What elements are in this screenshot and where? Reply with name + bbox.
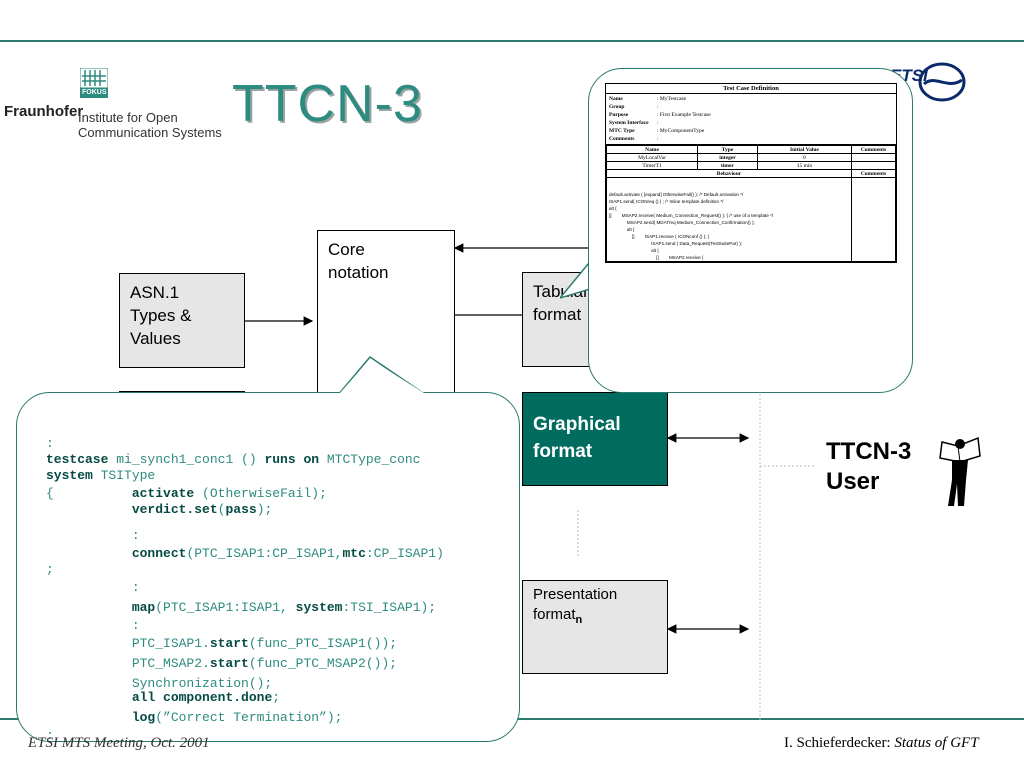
code-line-3: system TSIType bbox=[46, 468, 156, 483]
tcd-cell: 15 min bbox=[756, 161, 853, 170]
code-line-15: all component.done; bbox=[131, 690, 281, 705]
presentation-subscript: n bbox=[575, 614, 583, 626]
tcd-field: Group: bbox=[609, 104, 659, 110]
code-line-13: PTC_MSAP2.start(func_PTC_MSAP2()); bbox=[46, 656, 398, 671]
code-line-11: : bbox=[46, 618, 140, 633]
code-line-1: : bbox=[46, 436, 54, 451]
ttcn3-user-label: TTCN-3 User bbox=[826, 437, 911, 497]
code-line-7: connect(PTC_ISAP1:CP_ISAP1,mtc:CP_ISAP1) bbox=[131, 546, 444, 561]
code-callout bbox=[16, 392, 520, 742]
footer-right: I. Schieferdecker: Status of GFT bbox=[784, 735, 979, 752]
tcd-cell: timer bbox=[697, 161, 758, 170]
presentation-line1: Presentation bbox=[533, 586, 618, 603]
tcd-field: Comments: bbox=[609, 136, 659, 142]
tcd-col-header: Type bbox=[697, 145, 758, 154]
page-title: TTCN-3 bbox=[232, 75, 423, 133]
tcd-cell: MyLocalVar bbox=[605, 153, 699, 162]
code-line-16: log(”Correct Termination”); bbox=[131, 710, 343, 725]
test-case-definition-table: Test Case Definition Name: MyTestcase Gr… bbox=[605, 83, 897, 263]
fokus-logo: FOKUS bbox=[79, 67, 109, 98]
behaviour-line: [] ISAP1.receive ( ICONconf () ); { bbox=[609, 234, 710, 239]
tcd-col-header: Name bbox=[605, 145, 699, 154]
code-line-12: PTC_ISAP1.start(func_PTC_ISAP1()); bbox=[46, 636, 398, 651]
fokus-badge: FOKUS bbox=[82, 89, 107, 96]
institute-name-line2: Communication Systems bbox=[78, 125, 222, 140]
code-callout-pointer-join bbox=[340, 359, 424, 393]
behaviour-line: [] MSAP2.receive ( bbox=[609, 255, 704, 260]
institute-name-line1: Institute for Open bbox=[78, 110, 178, 125]
footer-left: ETSI MTS Meeting, Oct. 2001 bbox=[28, 735, 210, 751]
tcd-title: Test Case Definition bbox=[606, 84, 896, 94]
user-line1: TTCN-3 bbox=[826, 438, 912, 465]
behaviour-line: alt { bbox=[609, 248, 659, 253]
tcd-cell: TimerT1 bbox=[605, 161, 699, 170]
tcd-behaviour-body: default.activate ( [expand] OtherwiseFai… bbox=[605, 177, 853, 262]
tcd-comments-header: Comments bbox=[851, 169, 896, 178]
behaviour-line: [] MSAP2.receive( Medium_Connection_Requ… bbox=[609, 213, 774, 218]
code-line-8: ; bbox=[46, 562, 54, 577]
code-line-6: : bbox=[46, 528, 140, 543]
tcd-behaviour-comments bbox=[851, 177, 896, 262]
asn1-line1: ASN.1 bbox=[130, 283, 180, 302]
top-rule bbox=[0, 40, 1024, 42]
code-line-10: map(PTC_ISAP1:ISAP1, system:TSI_ISAP1); bbox=[131, 600, 437, 615]
behaviour-line: default.activate ( [expand] OtherwiseFai… bbox=[609, 192, 744, 197]
reading-person-icon bbox=[938, 432, 982, 508]
code-line-4: { activate (OtherwiseFail); bbox=[46, 486, 327, 501]
tcd-field: Name: MyTestcase bbox=[609, 96, 687, 102]
code-line-14: Synchronization(); bbox=[46, 676, 273, 691]
asn1-line2: Types & bbox=[130, 306, 192, 325]
footer-author: I. Schieferdecker: bbox=[784, 735, 891, 751]
tcd-cell bbox=[851, 161, 896, 170]
core-line1: Core bbox=[328, 240, 365, 259]
core-line2: notation bbox=[328, 263, 389, 282]
tcd-field: MTC Type: MyComponentType bbox=[609, 128, 705, 134]
tabular-callout: Test Case Definition Name: MyTestcase Gr… bbox=[588, 68, 913, 393]
code-line-5: verdict.set(pass); bbox=[131, 502, 273, 517]
behaviour-line: alt { bbox=[609, 206, 617, 211]
tcd-behaviour-header: Behaviour bbox=[605, 169, 853, 178]
tcd-field: Purpose: First Example Testcase bbox=[609, 112, 711, 118]
tcd-fields: Name: MyTestcase Group: Purpose: First E… bbox=[606, 94, 896, 145]
footer-topic: Status of GFT bbox=[894, 735, 979, 751]
graphical-line2: format bbox=[533, 441, 593, 462]
tcd-field: System Interface: bbox=[609, 120, 659, 126]
tcd-col-header: Comments bbox=[851, 145, 896, 154]
code-line-2: testcase mi_synch1_conc1 () runs on MTCT… bbox=[46, 452, 421, 467]
behaviour-line: alt { bbox=[609, 227, 635, 232]
presentation-format-word: format bbox=[533, 606, 576, 623]
tcd-col-header: Initial Value bbox=[756, 145, 853, 154]
graphical-line1: Graphical bbox=[533, 414, 621, 435]
presentation-format-box: Presentation formatn bbox=[522, 580, 668, 674]
presentation-line2: formatn bbox=[533, 605, 657, 630]
tcd-cell: integer bbox=[697, 153, 758, 162]
behaviour-line: MSAP2.send( MDATreq Medium_Connection_Co… bbox=[609, 220, 755, 225]
code-line-17: : bbox=[46, 728, 54, 743]
code-line-9: : bbox=[46, 580, 140, 595]
asn1-line3: Values bbox=[130, 329, 181, 348]
behaviour-line: ISAP1.send( ICONreq () ) ; /* Inline tem… bbox=[609, 199, 724, 204]
fraunhofer-wordmark: Fraunhofer bbox=[4, 103, 84, 120]
asn1-box: ASN.1 Types & Values bbox=[119, 273, 245, 368]
tcd-variables: Name Type Initial Value Comments MyLocal… bbox=[605, 145, 896, 262]
graphical-format-box: Graphical format bbox=[522, 392, 668, 486]
tcd-cell bbox=[851, 153, 896, 162]
tabular-line2: format bbox=[533, 305, 582, 324]
user-line2: User bbox=[826, 468, 880, 495]
tcd-cell: 0 bbox=[756, 153, 853, 162]
behaviour-line: ISAP1.send ( Data_Request(TestSuitePar) … bbox=[609, 241, 743, 246]
